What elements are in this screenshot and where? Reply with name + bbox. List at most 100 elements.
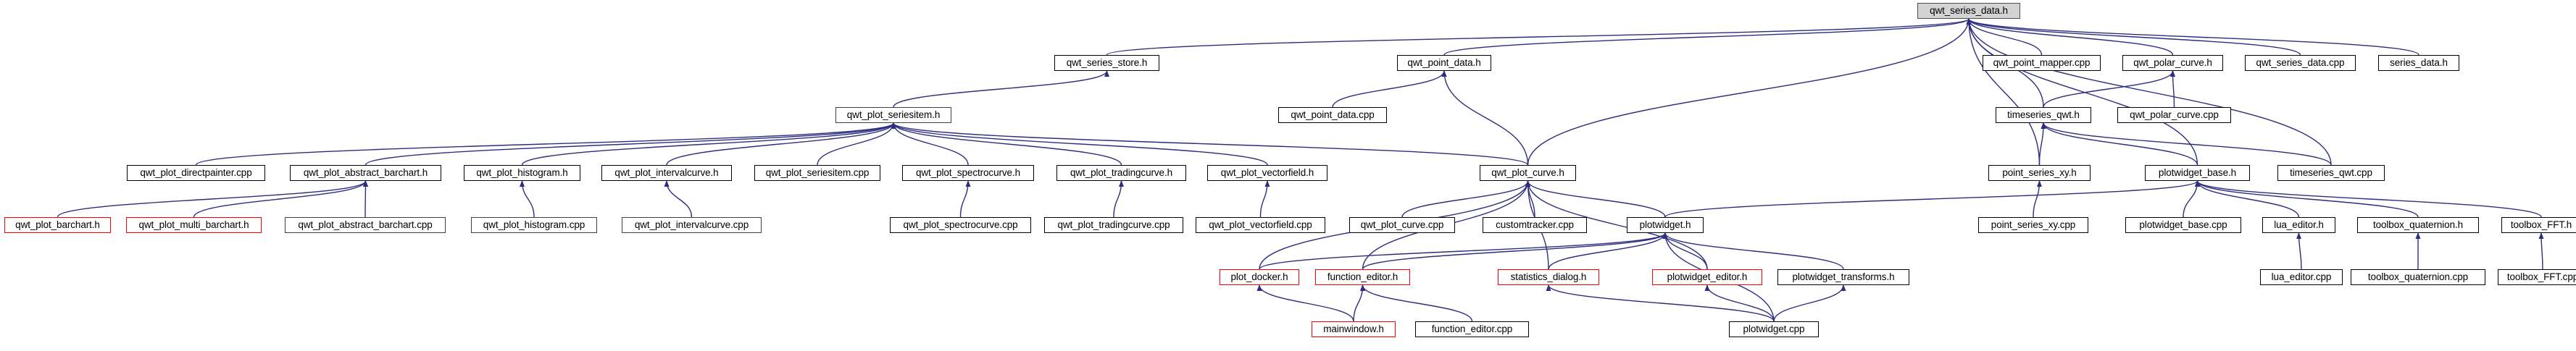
graph-node-plotwidget-editor-h[interactable]: plotwidget_editor.h [1652, 269, 1762, 285]
graph-node-qwt-plot-abstract-barchart-cpp[interactable]: qwt_plot_abstract_barchart.cpp [285, 217, 446, 233]
graph-node-qwt-plot-histogram-h[interactable]: qwt_plot_histogram.h [464, 165, 580, 181]
graph-edge [1106, 18, 1972, 56]
graph-node-function-editor-cpp[interactable]: function_editor.cpp [1415, 321, 1529, 337]
graph-node-qwt-series-data-h[interactable]: qwt_series_data.h [1917, 3, 2020, 19]
graph-node-qwt-series-data-cpp[interactable]: qwt_series_data.cpp [2245, 55, 2356, 71]
graph-edge [1966, 18, 2174, 56]
graph-edge [891, 122, 1268, 166]
graph-node-function-editor-h[interactable]: function_editor.h [1315, 269, 1410, 285]
graph-edge [1546, 284, 1775, 322]
graph-edge [1401, 180, 1530, 218]
graph-node-lua-editor-cpp[interactable]: lua_editor.cpp [2260, 269, 2343, 285]
graph-node-plotwidget-h[interactable]: plotwidget.h [1627, 217, 1704, 233]
graph-edge [664, 180, 693, 218]
graph-edge [2195, 180, 2419, 218]
graph-edge [1966, 18, 2419, 56]
graph-edge [1966, 18, 2041, 166]
graph-node-statistics-dialog-h[interactable]: statistics_dialog.h [1498, 269, 1599, 285]
graph-node-toolbox-quaternion-h[interactable]: toolbox_quaternion.h [2357, 217, 2479, 233]
graph-node-qwt-point-mapper-cpp[interactable]: qwt_point_mapper.cpp [1983, 55, 2101, 71]
graph-edge [1966, 18, 2332, 166]
graph-node-qwt-polar-curve-h[interactable]: qwt_polar_curve.h [2122, 55, 2223, 71]
graph-edge [521, 122, 896, 166]
graph-node-customtracker-cpp[interactable]: customtracker.cpp [1483, 217, 1587, 233]
graph-edge [1259, 232, 1668, 270]
graph-node-qwt-plot-curve-h[interactable]: qwt_plot_curve.h [1480, 165, 1576, 181]
graph-edge [2183, 180, 2200, 218]
graph-node-qwt-point-data-cpp[interactable]: qwt_point_data.cpp [1278, 107, 1387, 123]
graph-edge [1966, 18, 2301, 56]
graph-node-qwt-point-data-h[interactable]: qwt_point_data.h [1397, 55, 1491, 71]
graph-node-qwt-plot-tradingcurve-cpp[interactable]: qwt_plot_tradingcurve.cpp [1044, 217, 1183, 233]
graph-edge [891, 122, 1529, 166]
graph-edge [1704, 284, 1775, 322]
graph-edge [1362, 232, 1668, 270]
graph-edge [1548, 232, 1668, 270]
graph-edge [1443, 18, 1972, 56]
graph-edge [1662, 232, 1708, 270]
graph-node-qwt-plot-tradingcurve-h[interactable]: qwt_plot_tradingcurve.h [1056, 165, 1186, 181]
graph-edge [1664, 180, 2200, 218]
graph-edge [1966, 18, 2198, 166]
graph-edge [1441, 70, 1529, 166]
graph-node-plotwidget-cpp[interactable]: plotwidget.cpp [1729, 321, 1819, 337]
graph-node-plotwidget-transforms-h[interactable]: plotwidget_transforms.h [1777, 269, 1909, 285]
graph-edge [2538, 232, 2544, 270]
graph-edge [891, 122, 1122, 166]
graph-edge [1662, 232, 1844, 270]
graph-node-qwt-plot-barchart-h[interactable]: qwt_plot_barchart.h [4, 217, 111, 233]
graph-node-timeseries-qwt-h[interactable]: timeseries_qwt.h [1996, 107, 2091, 123]
graph-edge [1256, 284, 1354, 322]
graph-node-qwt-plot-directpainter-cpp[interactable]: qwt_plot_directpainter.cpp [127, 165, 265, 181]
graph-edge [2170, 70, 2176, 108]
graph-edge [193, 180, 368, 218]
graph-node-lua-editor-h[interactable]: lua_editor.h [2262, 217, 2335, 233]
graph-node-qwt-plot-spectrocurve-cpp[interactable]: qwt_plot_spectrocurve.cpp [890, 217, 1031, 233]
graph-node-qwt-plot-multi-barchart-h[interactable]: qwt_plot_multi_barchart.h [126, 217, 262, 233]
graph-node-qwt-plot-intervalcurve-cpp[interactable]: qwt_plot_intervalcurve.cpp [622, 217, 762, 233]
graph-edge [2296, 232, 2302, 270]
graph-edge [1360, 284, 1473, 322]
graph-edge [1259, 180, 1270, 218]
graph-edge [2038, 122, 2046, 166]
graph-node-qwt-plot-seriesitem-h[interactable]: qwt_plot_seriesitem.h [835, 107, 951, 123]
graph-node-point-series-xy-cpp[interactable]: point_series_xy.cpp [1978, 217, 2088, 233]
graph-edge [666, 122, 896, 166]
graph-edge [817, 122, 896, 166]
graph-node-qwt-plot-vectorfield-h[interactable]: qwt_plot_vectorfield.h [1207, 165, 1327, 181]
graph-edge [362, 180, 368, 218]
graph-node-qwt-plot-seriesitem-cpp[interactable]: qwt_plot_seriesitem.cpp [754, 165, 880, 181]
graph-edge [2033, 180, 2042, 218]
graph-node-toolbox-fft-cpp[interactable]: toolbox_FFT.cpp [2498, 269, 2576, 285]
graph-node-plot-docker-h[interactable]: plot_docker.h [1220, 269, 1299, 285]
graph-edge [1525, 180, 1666, 218]
graph-edge [2043, 70, 2175, 108]
graph-edge [1773, 284, 1846, 322]
graph-node-qwt-plot-curve-cpp[interactable]: qwt_plot_curve.cpp [1349, 217, 1455, 233]
graph-edge [364, 122, 896, 166]
graph-edge [893, 70, 1109, 108]
graph-node-toolbox-fft-h[interactable]: toolbox_FFT.h [2501, 217, 2576, 233]
graph-node-qwt-plot-abstract-barchart-h[interactable]: qwt_plot_abstract_barchart.h [290, 165, 441, 181]
graph-edge [1332, 70, 1447, 108]
graph-node-series-data-h[interactable]: series_data.h [2378, 55, 2459, 71]
graph-node-qwt-polar-curve-cpp[interactable]: qwt_polar_curve.cpp [2117, 107, 2231, 123]
graph-node-mainwindow-h[interactable]: mainwindow.h [1312, 321, 1396, 337]
graph-node-plotwidget-base-cpp[interactable]: plotwidget_base.cpp [2125, 217, 2241, 233]
graph-node-toolbox-quaternion-cpp[interactable]: toolbox_quaternion.cpp [2351, 269, 2485, 285]
graph-node-qwt-series-store-h[interactable]: qwt_series_store.h [1054, 55, 1159, 71]
graph-edge [1113, 180, 1124, 218]
graph-node-qwt-plot-spectrocurve-h[interactable]: qwt_plot_spectrocurve.h [902, 165, 1034, 181]
graph-edge [1527, 18, 1972, 166]
graph-edge [195, 122, 896, 166]
graph-edge [1353, 284, 1365, 322]
graph-node-plotwidget-base-h[interactable]: plotwidget_base.h [2145, 165, 2250, 181]
graph-node-qwt-plot-intervalcurve-h[interactable]: qwt_plot_intervalcurve.h [601, 165, 732, 181]
graph-node-point-series-xy-h[interactable]: point_series_xy.h [1988, 165, 2091, 181]
graph-node-qwt-plot-vectorfield-cpp[interactable]: qwt_plot_vectorfield.cpp [1196, 217, 1325, 233]
graph-edge [2041, 122, 2332, 166]
graph-edge [2041, 122, 2198, 166]
graph-node-timeseries-qwt-cpp[interactable]: timeseries_qwt.cpp [2277, 165, 2385, 181]
graph-node-qwt-plot-histogram-cpp[interactable]: qwt_plot_histogram.cpp [471, 217, 597, 233]
